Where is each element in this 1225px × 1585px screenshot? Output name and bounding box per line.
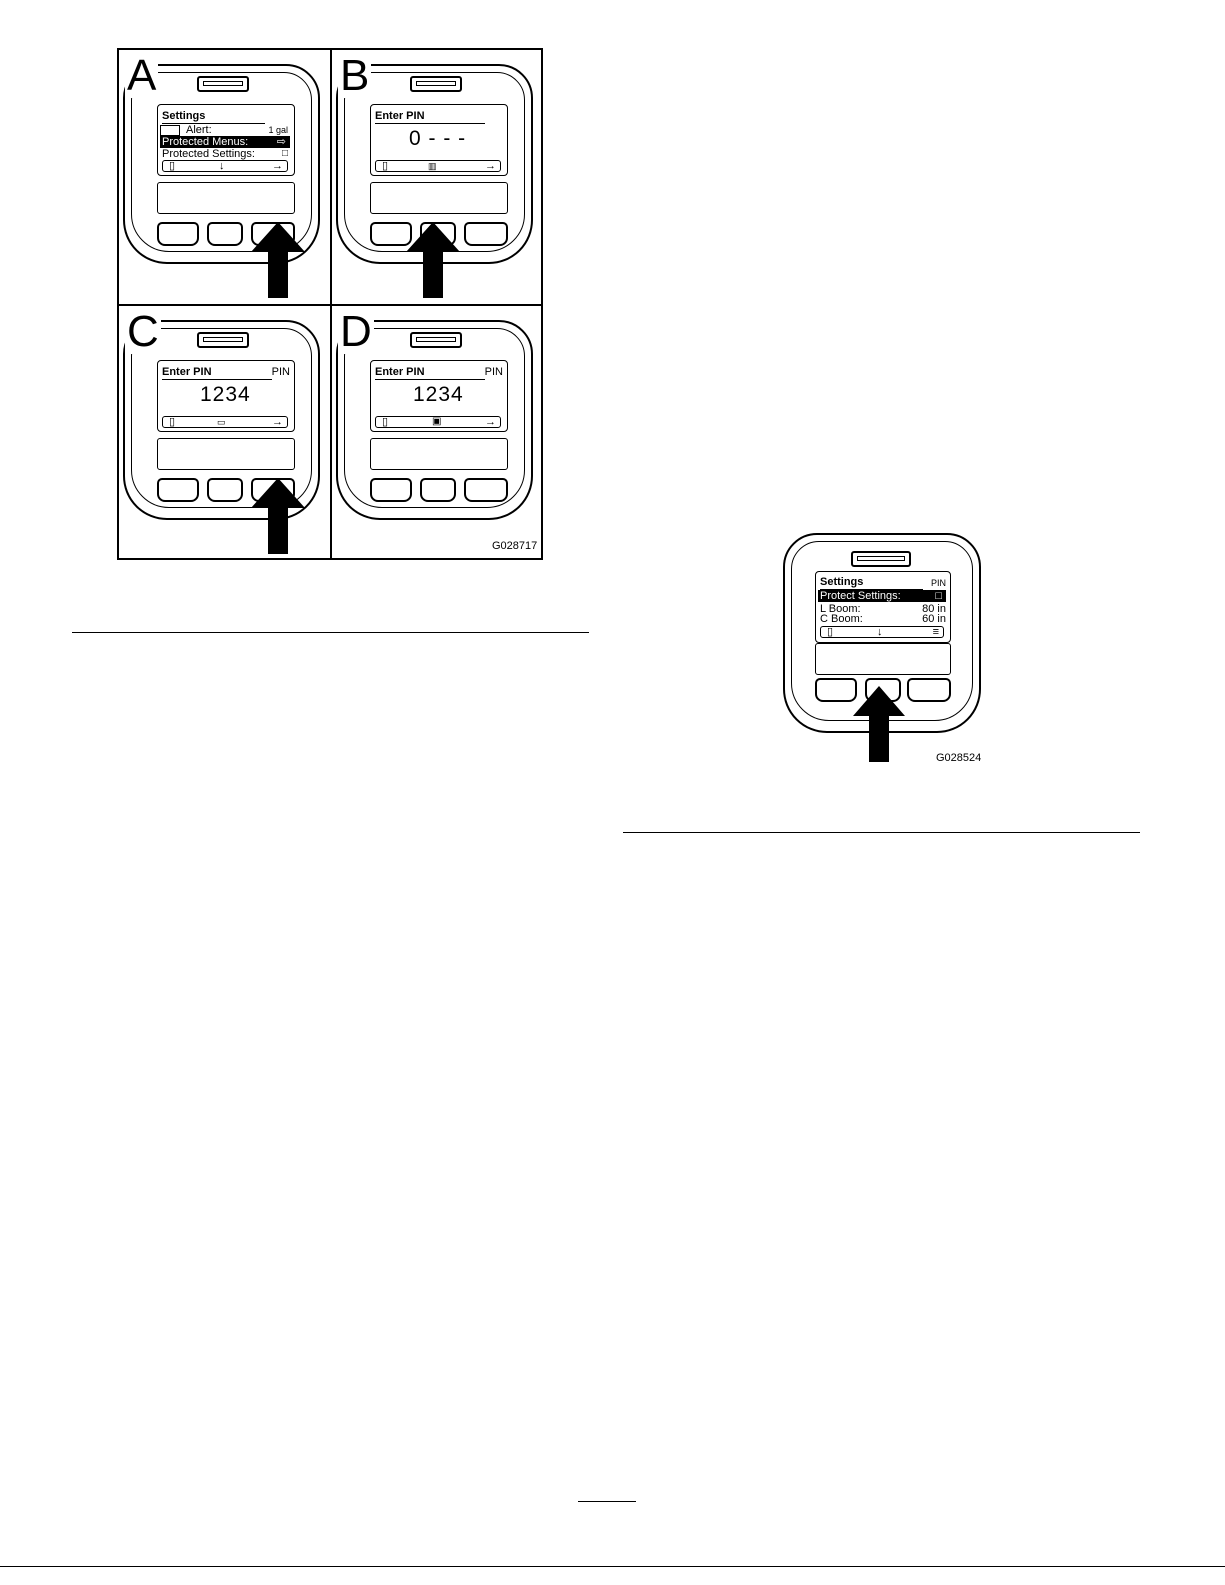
menu-row-selected: Protect Settings: □: [818, 590, 946, 602]
press-arrow-icon: [406, 222, 460, 298]
press-arrow-icon: [251, 222, 305, 298]
softkey-bar: ▯ ↓ ≡: [820, 626, 944, 638]
lower-display: [370, 438, 508, 470]
softkey-bar: ▯ ▥ →: [375, 160, 501, 172]
menu-row: Protected Settings: □: [162, 148, 290, 160]
pin-value: 0 - - -: [409, 127, 466, 151]
pin-indicator: PIN: [485, 366, 503, 378]
increment-icon: ▥: [428, 161, 437, 171]
screen-title: Settings: [820, 576, 863, 588]
lcd-screen: Enter PIN PIN 1234 ▯ ▭ →: [157, 360, 295, 432]
center-button[interactable]: [207, 222, 243, 246]
screen-title: Enter PIN: [162, 366, 212, 378]
left-button[interactable]: [815, 678, 857, 702]
pin-value: 1234: [200, 383, 251, 407]
panel-letter: A: [125, 54, 158, 98]
menu-row: Alert: 1 gal: [160, 124, 290, 136]
panel-letter: C: [125, 310, 161, 354]
lower-display: [815, 643, 951, 675]
panel-b: Enter PIN 0 - - - ▯ ▥ → B: [332, 50, 543, 304]
exit-icon: ▯: [827, 627, 833, 637]
right-button[interactable]: [464, 222, 508, 246]
page-number-rule: [578, 1501, 636, 1502]
menu-icon: ≡: [933, 627, 939, 637]
lcd-screen: Settings PIN Protect Settings: □ L Boom:…: [815, 571, 951, 643]
panel-letter: B: [338, 54, 371, 98]
pin-indicator: PIN: [931, 577, 946, 589]
menu-row: C Boom: 60 in: [820, 613, 946, 625]
right-arrow-icon: →: [272, 161, 283, 171]
left-button[interactable]: [157, 222, 199, 246]
right-arrow-icon: →: [485, 417, 496, 427]
right-arrow-icon: →: [272, 417, 283, 427]
lower-display: [157, 438, 295, 470]
center-button[interactable]: [420, 478, 456, 502]
panel-d: Enter PIN PIN 1234 ▯ ▣ → D G028717: [332, 306, 543, 560]
down-arrow-icon: ↓: [877, 627, 883, 637]
left-button[interactable]: [370, 478, 412, 502]
figure-code: G028717: [492, 540, 537, 552]
right-arrow-icon: →: [485, 161, 496, 171]
softkey-bar: ▯ ▭ →: [162, 416, 288, 428]
indicator-lamp: [851, 551, 911, 567]
exit-icon: ▯: [382, 161, 388, 171]
menu-row-selected: Protected Menus: ⇨: [160, 136, 290, 148]
lcd-screen: Settings Alert: 1 gal Protected Menus: ⇨…: [157, 104, 295, 176]
left-button[interactable]: [157, 478, 199, 502]
footer-rule: [0, 1566, 1225, 1567]
exit-icon: ▯: [169, 161, 175, 171]
increment-icon: ▭: [217, 417, 226, 427]
figure-grid: Settings Alert: 1 gal Protected Menus: ⇨…: [117, 48, 543, 560]
save-icon: ▣: [432, 417, 441, 427]
indicator-lamp: [197, 76, 249, 92]
pin-indicator: PIN: [272, 366, 290, 378]
tank-icon: [160, 125, 180, 136]
screen-title: Enter PIN: [375, 366, 425, 378]
right-button[interactable]: [907, 678, 951, 702]
pin-value: 1234: [413, 383, 464, 407]
lower-display: [157, 182, 295, 214]
softkey-bar: ▯ ▣ →: [375, 416, 501, 428]
panel-letter: D: [338, 310, 374, 354]
softkey-bar: ▯ ↓ →: [162, 160, 288, 172]
panel-a: Settings Alert: 1 gal Protected Menus: ⇨…: [119, 50, 330, 304]
screen-title: Enter PIN: [375, 110, 425, 122]
divider-rule: [623, 832, 1140, 833]
divider-rule: [72, 632, 589, 633]
screen-title: Settings: [162, 110, 205, 122]
press-arrow-icon: [853, 686, 905, 762]
checkbox-icon: □: [935, 590, 942, 602]
exit-icon: ▯: [382, 417, 388, 427]
exit-icon: ▯: [169, 417, 175, 427]
center-button[interactable]: [207, 478, 243, 502]
lcd-screen: Enter PIN 0 - - - ▯ ▥ →: [370, 104, 508, 176]
down-arrow-icon: ↓: [219, 161, 225, 171]
indicator-lamp: [410, 76, 462, 92]
indicator-lamp: [410, 332, 462, 348]
lcd-screen: Enter PIN PIN 1234 ▯ ▣ →: [370, 360, 508, 432]
figure-code: G028524: [936, 752, 981, 764]
indicator-lamp: [197, 332, 249, 348]
checkbox-icon: □: [282, 148, 288, 160]
right-button[interactable]: [464, 478, 508, 502]
press-arrow-icon: [251, 478, 305, 554]
lower-display: [370, 182, 508, 214]
right-arrow-icon: ⇨: [277, 136, 286, 148]
panel-c: Enter PIN PIN 1234 ▯ ▭ → C: [119, 306, 330, 560]
